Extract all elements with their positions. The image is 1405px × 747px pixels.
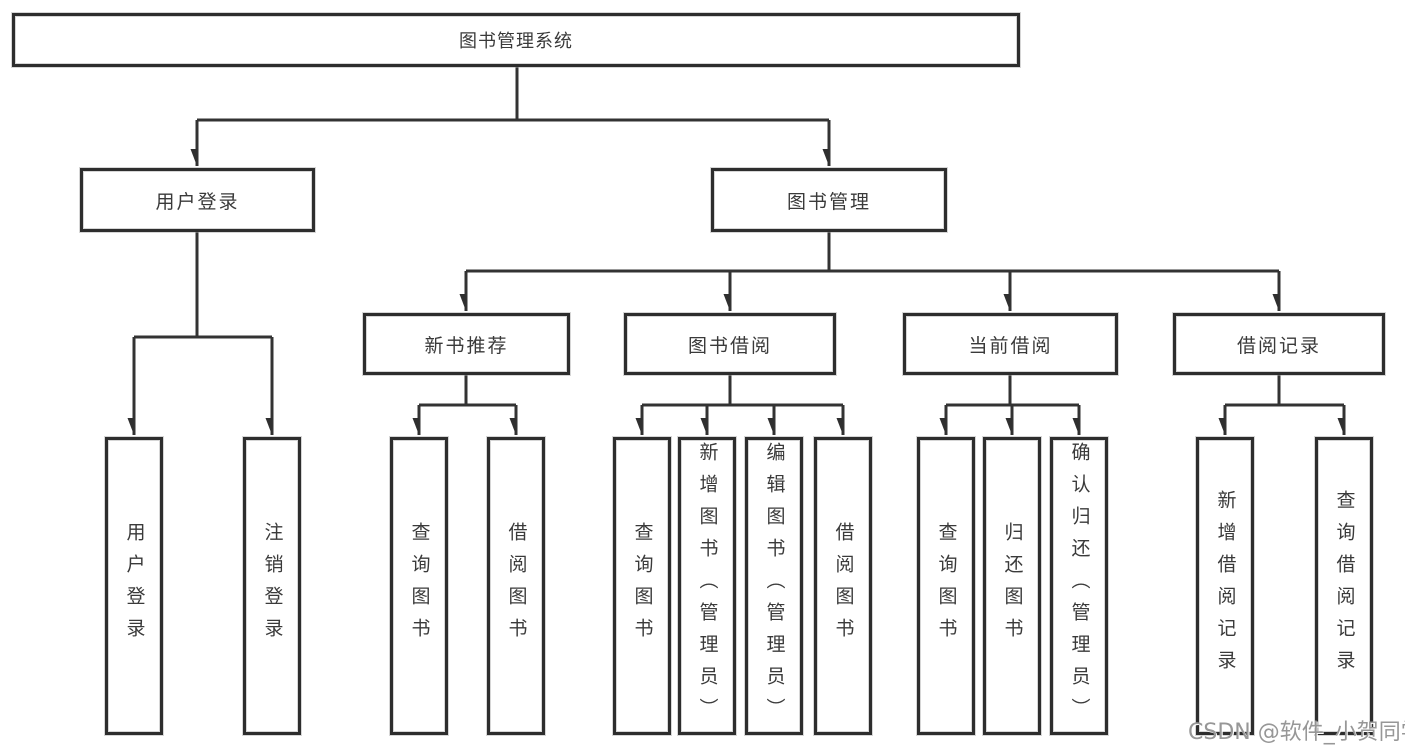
- node-leaf-user-login: 用户登录: [105, 437, 163, 735]
- node-leaf-logout: 注销登录: [243, 437, 301, 735]
- node-borrowing-edit-books-admin: 编辑图书（管理员）: [745, 437, 803, 735]
- node-records-add-borrow-record: 新增借阅记录: [1196, 437, 1254, 735]
- node-book-borrowing: 图书借阅: [624, 313, 836, 375]
- node-borrowing-borrow-books: 借阅图书: [814, 437, 872, 735]
- node-borrowing-query-books: 查询图书: [613, 437, 671, 735]
- node-user-login: 用户登录: [80, 168, 315, 232]
- csdn-watermark: CSDN @软件_小贺同学: [1188, 720, 1405, 745]
- node-borrowing-add-books-admin: 新增图书（管理员）: [678, 437, 736, 735]
- node-borrowing-records: 借阅记录: [1173, 313, 1385, 375]
- node-root-book-management-system: 图书管理系统: [12, 13, 1020, 67]
- node-records-query-borrow-record: 查询借阅记录: [1315, 437, 1373, 735]
- node-rec-query-books: 查询图书: [390, 437, 448, 735]
- node-current-return-books: 归还图书: [983, 437, 1041, 735]
- node-current-confirm-return-admin: 确认归还（管理员）: [1050, 437, 1108, 735]
- node-rec-borrow-books: 借阅图书: [487, 437, 545, 735]
- node-current-borrowing: 当前借阅: [903, 313, 1118, 375]
- node-current-query-books: 查询图书: [917, 437, 975, 735]
- node-new-book-recommendation: 新书推荐: [363, 313, 570, 375]
- node-book-management: 图书管理: [711, 168, 947, 232]
